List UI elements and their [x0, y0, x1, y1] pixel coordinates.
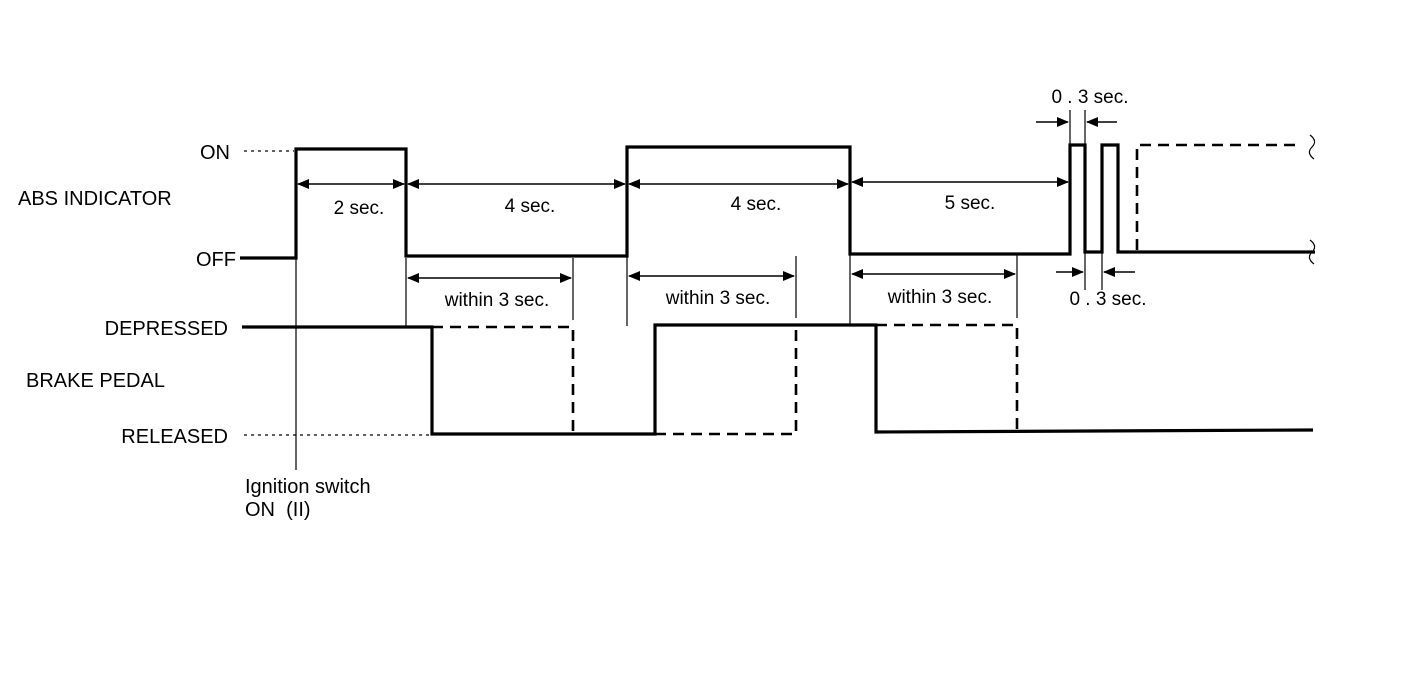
depressed-label: DEPRESSED: [105, 318, 228, 340]
within-3sec-first-text: within 3 sec.: [444, 290, 550, 311]
within-3sec-first: within 3 sec.: [407, 273, 572, 311]
released-label: RELEASED: [121, 426, 228, 448]
interval-4sec-first: 4 sec.: [407, 179, 626, 217]
within-3sec-third: within 3 sec.: [851, 269, 1016, 308]
pulse-width-top-text: 0 . 3 sec.: [1051, 87, 1128, 108]
abs-indicator-label: ABS INDICATOR: [18, 188, 172, 210]
pulse-gap-bottom-text: 0 . 3 sec.: [1069, 289, 1146, 310]
ignition-switch-label-line1: Ignition switch: [245, 476, 371, 498]
interval-5sec: 5 sec.: [851, 177, 1069, 214]
within-3sec-second-text: within 3 sec.: [665, 288, 771, 309]
within-3sec-second: within 3 sec.: [628, 271, 795, 309]
interval-2sec: 2 sec.: [297, 179, 405, 219]
ignition-switch-label-line2: ON (II): [245, 499, 311, 521]
break-mark-bottom: [1308, 239, 1316, 265]
interval-4sec-second-text: 4 sec.: [731, 194, 782, 215]
interval-2sec-text: 2 sec.: [334, 198, 385, 219]
interval-4sec-second: 4 sec.: [628, 179, 849, 215]
off-label: OFF: [196, 249, 236, 271]
brake-pedal-waveform: [242, 323, 1314, 436]
brake-pedal-label: BRAKE PEDAL: [26, 370, 165, 392]
break-mark-top: [1308, 134, 1316, 160]
within-3sec-third-text: within 3 sec.: [887, 287, 993, 308]
abs-indicator-dashed-on: [1135, 143, 1300, 250]
on-label: ON: [200, 142, 230, 164]
pulse-width-top: 0 . 3 sec.: [1036, 87, 1129, 127]
interval-5sec-text: 5 sec.: [945, 193, 996, 214]
brake-pedal-dashed-3: [876, 323, 1019, 432]
brake-pedal-dashed-1: [432, 325, 575, 434]
interval-4sec-first-text: 4 sec.: [505, 196, 556, 217]
abs-indicator-waveform: [240, 143, 1315, 260]
brake-pedal-dashed-2: [655, 325, 798, 436]
pulse-gap-bottom: 0 . 3 sec.: [1056, 267, 1147, 310]
